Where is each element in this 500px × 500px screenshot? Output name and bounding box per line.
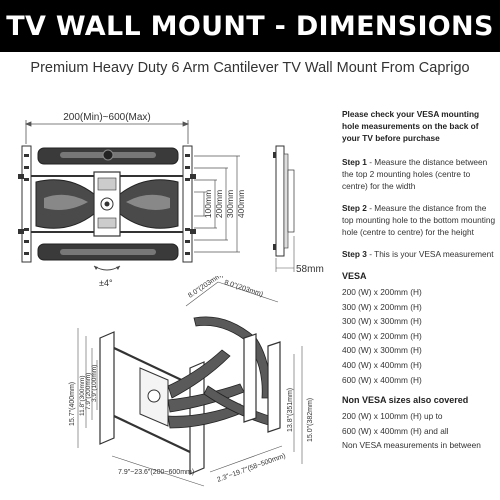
vesa-heading: VESA (342, 271, 367, 281)
vesa-list: 200 (W) x 200mm (H) 300 (W) x 200mm (H) … (342, 285, 498, 387)
list-item: 400 (W) x 400mm (H) (342, 359, 422, 370)
front-height-200: 200mm (214, 190, 224, 218)
vesa-info-panel: Please check your VESA mounting hole mea… (342, 108, 498, 453)
step-1-label: Step 1 (342, 157, 367, 167)
side-view-diagram: 58mm (273, 145, 324, 275)
step-2-text: - Measure the distance from the top moun… (342, 203, 496, 237)
vesa-intro: Please check your VESA mounting hole mea… (342, 109, 480, 143)
step-1: Step 1 - Measure the distance between th… (342, 156, 498, 192)
list-item: 600 (W) x 400mm (H) and all (342, 425, 449, 436)
iso-plate-height: 15.7"(400mm) (69, 382, 76, 426)
list-item: 400 (W) x 300mm (H) (342, 345, 422, 356)
front-height-400: 400mm (236, 190, 246, 218)
iso-arm-left: 8.0"(203mm) (187, 276, 224, 300)
front-view-diagram: 200(Min)~600(Max) (18, 112, 246, 288)
front-height-300: 300mm (225, 190, 235, 218)
front-height-100: 100mm (203, 190, 213, 218)
page-subtitle: Premium Heavy Duty 6 Arm Cantilever TV W… (30, 60, 470, 76)
step-3-text: - This is your VESA measurement (366, 249, 494, 259)
step-3: Step 3 - This is your VESA measurement (342, 248, 498, 260)
tilt-arrow-icon (93, 265, 121, 271)
non-vesa-heading: Non VESA sizes also covered (342, 395, 469, 406)
list-item: Non VESA measurements in between (342, 440, 481, 451)
side-depth-label: 58mm (296, 264, 324, 275)
non-vesa-list: 200 (W) x 100mm (H) up to 600 (W) x 400m… (342, 409, 498, 453)
list-item: 400 (W) x 200mm (H) (342, 330, 422, 341)
step-2-label: Step 2 (342, 203, 367, 213)
list-item: 200 (W) x 200mm (H) (342, 287, 422, 297)
step-1-text: - Measure the distance between the top 2… (342, 157, 488, 191)
list-item: 300 (W) x 300mm (H) (342, 316, 422, 327)
step-2: Step 2 - Measure the distance from the t… (342, 202, 498, 238)
list-item: 200 (W) x 100mm (H) up to (342, 411, 443, 422)
list-item: 600 (W) x 400mm (H) (342, 374, 422, 385)
iso-width-bottom: 7.9"~23.6"(200~600mm) (118, 469, 194, 476)
step-3-label: Step 3 (342, 249, 367, 259)
iso-inner-height-3: 3.9"(100mm) (91, 365, 98, 402)
tilt-label: ±4° (99, 278, 113, 288)
page-title: TV WALL MOUNT - DIMENSIONS (0, 0, 500, 52)
isometric-view-diagram: 8.0"(203mm) 8.0"(203mm) 15.7"(400mm) 11.… (69, 276, 314, 487)
iso-depth-right-1: 13.8"(351mm) (287, 388, 294, 432)
iso-inner-height-1: 11.8"(300mm) (79, 376, 86, 416)
front-width-label: 200(Min)~600(Max) (63, 112, 151, 123)
list-item: 300 (W) x 200mm (H) (342, 301, 422, 312)
iso-depth-right-2: 15.0"(382mm) (307, 398, 314, 442)
iso-arm-right: 8.0"(203mm) (223, 279, 263, 298)
iso-inner-height-2: 7.9"(200mm) (85, 373, 92, 410)
